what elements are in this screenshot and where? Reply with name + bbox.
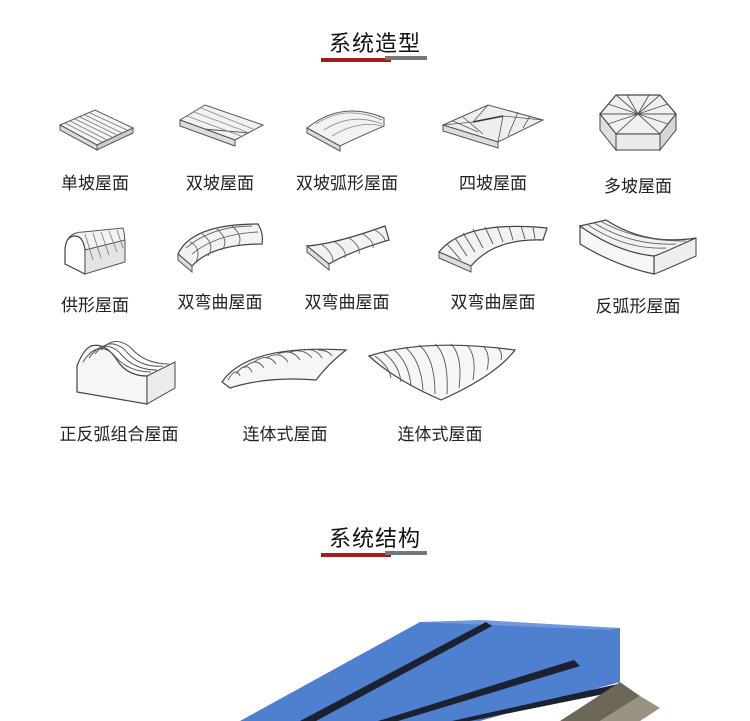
roof-item-double-curved-1: 双弯曲屋面 — [145, 216, 295, 313]
roof-label: 正反弧组合屋面 — [59, 425, 179, 445]
roof-label: 双坡弧形屋面 — [296, 174, 398, 194]
roof-label: 双弯曲屋面 — [450, 293, 536, 313]
double-slope-arc-roof-icon — [306, 110, 385, 152]
multi-slope-roof-icon — [599, 94, 677, 152]
roof-label: 多坡屋面 — [604, 177, 672, 197]
double-slope-roof-icon — [178, 104, 265, 147]
roof-item-double-slope-arc: 双坡弧形屋面 — [272, 100, 422, 194]
double-curved-fan-roof-icon — [438, 225, 548, 273]
roof-label: 双弯曲屋面 — [177, 293, 263, 313]
double-curved-roof-icon — [177, 223, 264, 274]
roof-item-wave-combination: 正反弧组合屋面 — [44, 336, 194, 445]
roof-item-connected-2: 连体式屋面 — [365, 336, 517, 445]
wave-combination-roof-icon — [76, 341, 176, 405]
title-underline — [321, 56, 427, 62]
roof-label: 连体式屋面 — [397, 425, 483, 445]
roof-item-multi-slope: 多坡屋面 — [563, 92, 713, 197]
barrel-roof-icon — [64, 227, 126, 275]
roof-item-double-curved-3: 双弯曲屋面 — [418, 216, 568, 313]
roof-item-four-slope: 四坡屋面 — [418, 100, 568, 194]
single-slope-roof-icon — [58, 109, 135, 151]
roof-item-double-curved-2: 双弯曲屋面 — [272, 216, 422, 313]
section-title-system-shapes: 系统造型 — [328, 32, 421, 57]
section-title-system-structure: 系统结构 — [328, 527, 421, 552]
roof-label: 单坡屋面 — [61, 174, 129, 194]
reverse-arc-roof-icon — [578, 219, 697, 275]
metal-roof-panel-illustration — [240, 620, 660, 721]
roof-label: 双弯曲屋面 — [304, 293, 390, 313]
connected-roof-icon — [221, 348, 348, 389]
roof-label: 供形屋面 — [61, 296, 129, 316]
roof-item-double-slope: 双坡屋面 — [145, 100, 295, 194]
roof-item-connected-1: 连体式屋面 — [210, 336, 360, 445]
roof-label: 四坡屋面 — [459, 174, 527, 194]
roof-label: 反弧形屋面 — [595, 297, 681, 317]
title-underline — [321, 551, 427, 557]
double-curved-roof-icon — [305, 225, 390, 272]
four-slope-roof-icon — [441, 104, 545, 149]
system-structure-illustration — [0, 600, 750, 721]
roof-item-reverse-arc: 反弧形屋面 — [563, 216, 713, 317]
roof-label: 连体式屋面 — [242, 425, 328, 445]
roof-item-barrel: 供形屋面 — [20, 222, 170, 316]
roof-label: 双坡屋面 — [186, 174, 254, 194]
roof-item-single-slope: 单坡屋面 — [20, 100, 170, 194]
connected-curved-roof-icon — [367, 343, 517, 401]
